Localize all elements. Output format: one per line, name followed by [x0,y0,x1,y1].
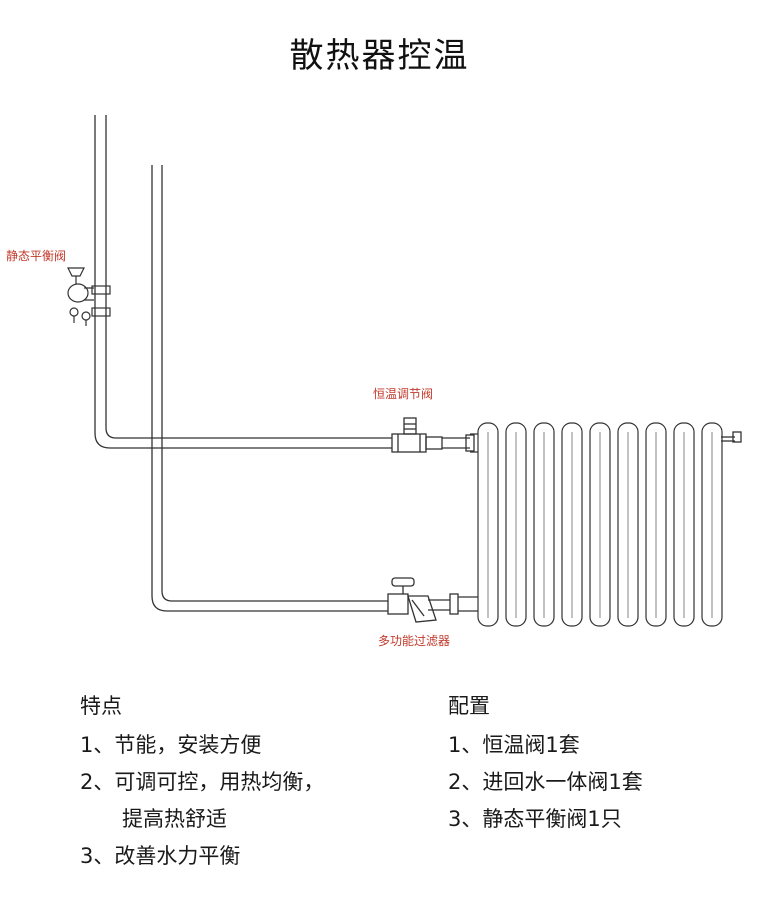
feature-num: 2、 [80,770,115,794]
radiator-column [477,422,499,627]
radiator-column [505,422,527,627]
config-list: 配置 1、恒温阀1套 2、进回水一体阀1套 3、静态平衡阀1只 [448,688,643,838]
thermostatic-valve-icon [391,417,475,453]
config-num: 1、 [448,733,483,757]
radiator-column [561,422,583,627]
supply-pipe [94,115,392,449]
feature-item: 1、节能，安装方便 [80,727,324,764]
radiator-column [533,422,555,627]
radiator [470,422,742,627]
radiator-column [617,422,639,627]
return-pipe [151,165,388,612]
config-text: 静态平衡阀1只 [482,807,622,831]
feature-text: 改善水力平衡 [114,844,241,868]
config-num: 2、 [448,770,483,794]
config-item: 3、静态平衡阀1只 [448,801,643,838]
page-title: 散热器控温 [289,36,470,76]
config-text: 进回水一体阀1套 [482,770,643,794]
radiator-column [701,422,723,627]
static-balance-valve-icon [67,267,111,326]
config-num: 3、 [448,807,483,831]
label-thermostatic-valve: 恒温调节阀 [373,387,434,401]
config-heading: 配置 [448,694,490,718]
config-text: 恒温阀1套 [482,733,580,757]
radiator-columns [477,422,723,627]
label-multi-function-filter: 多功能过滤器 [378,634,451,648]
radiator-column [645,422,667,627]
feature-text: 节能，安装方便 [114,733,262,757]
config-item: 2、进回水一体阀1套 [448,764,643,801]
features-heading: 特点 [80,694,122,718]
radiator-column [673,422,695,627]
config-item: 1、恒温阀1套 [448,727,643,764]
radiator-column [589,422,611,627]
feature-num: 1、 [80,733,115,757]
feature-num: 3、 [80,844,115,868]
feature-item: 2、可调可控，用热均衡， [80,764,324,801]
feature-item: 3、改善水力平衡 [80,838,324,875]
features-list: 特点 1、节能，安装方便 2、可调可控，用热均衡， 提高热舒适 3、改善水力平衡 [80,688,324,875]
feature-text: 可调可控，用热均衡， [114,770,325,794]
label-static-balance-valve: 静态平衡阀 [6,249,67,263]
multi-function-filter-icon [387,577,470,623]
feature-text-continued: 提高热舒适 [122,807,227,831]
